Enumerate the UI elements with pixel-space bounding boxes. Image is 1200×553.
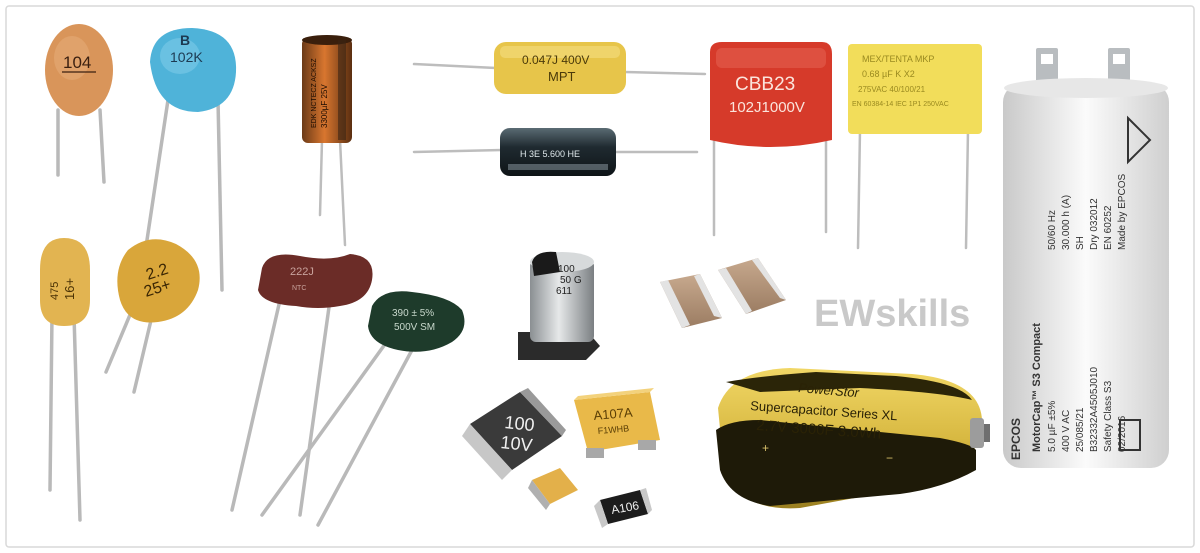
supercap-plus: + bbox=[762, 441, 769, 455]
x2-marking-3: 275VAC 40/100/21 bbox=[858, 85, 926, 94]
film-capacitor-cbb23: CBB23 102J1000V bbox=[710, 42, 832, 237]
tantalum-1-marking-2: 16+ bbox=[62, 278, 77, 300]
smd-elec-marking-3: 611 bbox=[556, 286, 572, 297]
epcos-logo: EPCOS bbox=[1009, 418, 1023, 460]
cbb23-marking-1: CBB23 bbox=[735, 74, 795, 95]
x2-marking-2: 0.68 µF K X2 bbox=[862, 69, 915, 79]
ceramic-orange-marking: 104 bbox=[63, 53, 91, 72]
motor-cap-line-1: MotorCap™ S3 Compact bbox=[1031, 323, 1043, 452]
smd-tant-yellow-marking-2: F1WHB bbox=[597, 423, 629, 436]
ceramic-disc-capacitor-orange: 104 bbox=[45, 24, 113, 184]
smd-tant-black-marking-2: 10V bbox=[500, 432, 534, 455]
supercapacitor-powerstor: PowerStor Supercapacitor Series XL 2.7V … bbox=[716, 368, 990, 509]
x2-marking-1: MEX/TENTA MKP bbox=[862, 54, 934, 64]
axial-electrolytic-capacitor: H 3E 5.600 HE bbox=[412, 128, 699, 176]
radial-electrolytic-capacitor: EDK NCTECZ ACKSZ 3300µF 25V bbox=[302, 35, 352, 247]
axial-electrolytic-marking: H 3E 5.600 HE bbox=[520, 149, 580, 159]
supercap-marking-1: PowerStor bbox=[798, 380, 860, 400]
motor-cap-right-4: Dry 032012 bbox=[1089, 198, 1100, 250]
supercap-minus: − bbox=[886, 451, 893, 465]
motor-cap-right-5: EN 60252 bbox=[1103, 205, 1114, 250]
motor-cap-line-2: 5.0 µF ±5% bbox=[1047, 401, 1058, 452]
tantalum-1-marking-1: 475 bbox=[49, 282, 61, 300]
motor-cap-line-5: B32332A4505J010 bbox=[1089, 366, 1100, 452]
smd-small-black-marking: A106 bbox=[610, 498, 640, 517]
smd-tant-black-marking-1: 100 bbox=[504, 412, 536, 435]
smd-elec-marking-1: 100 bbox=[558, 264, 575, 275]
mica-capacitor-brown: 222J NTC bbox=[230, 254, 373, 517]
warning-triangle-icon bbox=[1127, 115, 1152, 165]
mica-brown-marking-1: 222J bbox=[290, 266, 314, 278]
motor-cap-brand: EPCOS bbox=[1009, 418, 1023, 460]
radial-electrolytic-marking-2: 3300µF 25V bbox=[320, 84, 329, 128]
axial-film-marking-1: 0.047J 400V bbox=[522, 53, 589, 67]
radial-electrolytic-marking-1: EDK NCTECZ ACKSZ bbox=[311, 58, 318, 128]
x2-marking-4: EN 60384-14 IEC 1P1 250VAC bbox=[852, 101, 949, 108]
motor-cap-right-2: 30.000 h (A) bbox=[1061, 195, 1072, 250]
motor-run-capacitor-epcos: MotorCap™ S3 Compact 5.0 µF ±5% 400 V AC… bbox=[1003, 48, 1169, 468]
motor-cap-line-6: Safety Class S3 bbox=[1103, 380, 1114, 452]
smd-tantalum-capacitor-black: 100 10V bbox=[462, 388, 566, 480]
axial-film-capacitor-yellow: 0.047J 400V MPT bbox=[412, 42, 707, 94]
ceramic-disc-capacitor-blue: B 102K bbox=[142, 28, 237, 292]
smd-tantalum-capacitor-small-black: A106 bbox=[594, 488, 652, 528]
motor-cap-line-4: 25/085/21 bbox=[1075, 407, 1086, 452]
mica-brown-marking-2: NTC bbox=[292, 285, 306, 292]
ul-logo-icon bbox=[1119, 419, 1141, 451]
ceramic-blue-marking-top: B bbox=[180, 32, 190, 48]
mlcc-chip-capacitors bbox=[660, 258, 786, 328]
mlcc-chip-1 bbox=[660, 274, 722, 328]
motor-cap-line-3: 400 V AC bbox=[1061, 410, 1072, 452]
smd-tantalum-capacitor-yellow: A107A F1WHB bbox=[574, 388, 660, 458]
axial-film-marking-2: MPT bbox=[548, 69, 576, 84]
mlcc-chip-2 bbox=[718, 258, 786, 314]
tantalum-bead-capacitor-1: 475 16+ bbox=[40, 238, 90, 522]
film-capacitor-x2: MEX/TENTA MKP 0.68 µF K X2 275VAC 40/100… bbox=[848, 44, 982, 250]
mica-capacitor-green: 390 ± 5% 500V SM bbox=[260, 291, 465, 527]
cbb23-marking-2: 102J1000V bbox=[729, 99, 805, 116]
ewskills-watermark: EWskills bbox=[814, 293, 970, 335]
motor-cap-right-1: 50/60 Hz bbox=[1047, 210, 1058, 250]
motor-cap-right-3: SH bbox=[1075, 236, 1086, 250]
smd-electrolytic-capacitor: 100 50 G 611 bbox=[518, 251, 600, 360]
ceramic-blue-marking-bottom: 102K bbox=[170, 49, 203, 65]
motor-cap-right-6: Made by EPCOS bbox=[1117, 174, 1128, 250]
tantalum-bead-capacitor-2: 2.2 25+ bbox=[104, 239, 200, 394]
smd-tant-yellow-marking-1: A107A bbox=[593, 405, 634, 423]
mica-green-marking-1: 390 ± 5% bbox=[392, 308, 434, 319]
mica-green-marking-2: 500V SM bbox=[394, 322, 435, 333]
smd-tantalum-capacitor-small-yellow bbox=[528, 468, 578, 510]
tantalum-2-marking-1: 2.2 bbox=[144, 261, 171, 284]
smd-elec-marking-2: 50 G bbox=[560, 275, 582, 286]
motor-cap-line-7: 02/2016 bbox=[1117, 415, 1128, 452]
